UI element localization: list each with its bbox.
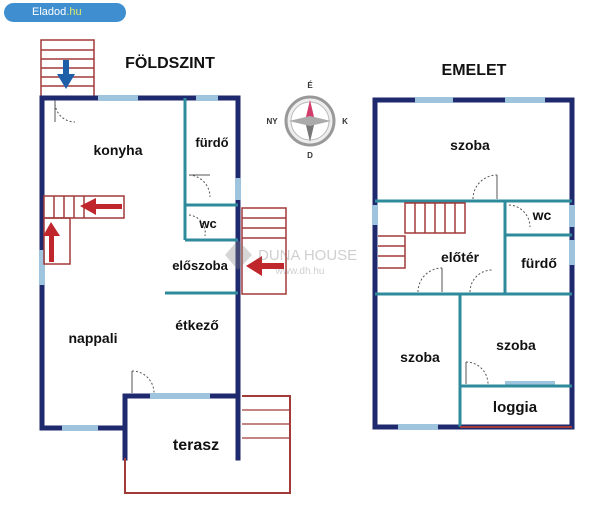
ground-floor-plan: FÖLDSZINT konyha fürdő wc előszoba nappa…: [39, 39, 291, 494]
room-label-szoba-top: szoba: [450, 137, 490, 153]
upper-doors: [417, 174, 531, 385]
side-entry-arrow-icon: [246, 256, 284, 276]
badge-tld: .hu: [66, 6, 82, 18]
compass-south-needle-icon: [305, 121, 315, 142]
room-label-loggia: loggia: [493, 399, 538, 416]
terrace-outline: [124, 395, 291, 494]
room-label-etkezo: étkező: [175, 317, 219, 333]
room-label-eloter: előtér: [441, 249, 480, 265]
site-badge[interactable]: Eladod.hu: [4, 3, 126, 22]
ground-floor-title: FÖLDSZINT: [125, 53, 215, 72]
ground-windows: [39, 95, 241, 431]
room-label-terasz: terasz: [173, 437, 219, 454]
room-label-wc-upper: wc: [532, 207, 552, 223]
compass-rose: É K D NY: [266, 81, 348, 160]
compass-north-needle-icon: [305, 100, 315, 121]
badge-site-name: Eladod: [32, 6, 67, 18]
upper-floor-title: EMELET: [442, 62, 507, 79]
ground-doors: [54, 99, 211, 394]
room-label-szoba-right: szoba: [496, 337, 536, 353]
side-stair: [241, 207, 287, 295]
duna-house-watermark: DUNA HOUSE www.dh.hu: [225, 240, 357, 277]
stair-arrow-icon: [43, 198, 122, 262]
compass-north-label: É: [307, 81, 313, 90]
compass-east-label: K: [342, 117, 348, 126]
compass-west-label: NY: [266, 117, 278, 126]
room-label-szoba-left: szoba: [400, 349, 440, 365]
upper-partitions: [375, 199, 572, 427]
ground-partitions: [165, 98, 238, 295]
upper-stair: [378, 202, 466, 269]
watermark-url: www.dh.hu: [275, 266, 325, 277]
room-label-furdo: fürdő: [195, 135, 228, 150]
room-label-nappali: nappali: [68, 330, 117, 346]
entry-arrow-icon: [57, 60, 75, 89]
room-label-furdo-upper: fürdő: [521, 255, 557, 271]
room-label-eloszoba: előszoba: [172, 258, 228, 273]
compass-south-label: D: [307, 151, 313, 160]
watermark-logo-icon: [225, 240, 252, 270]
watermark-brand: DUNA HOUSE: [258, 247, 357, 264]
room-label-wc: wc: [198, 216, 216, 231]
room-label-konyha: konyha: [93, 142, 142, 158]
upper-windows: [372, 97, 575, 430]
upper-floor-plan: EMELET szoba wc előtér fürdő szoba szoba…: [372, 62, 575, 430]
internal-stair: [43, 195, 125, 265]
